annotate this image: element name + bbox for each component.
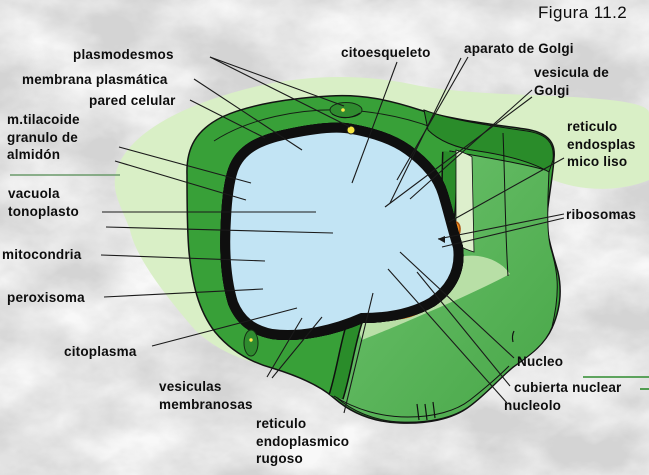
- line-mitocondria: [100, 254, 266, 262]
- label-cubierta-nuclear: cubierta nuclear: [514, 380, 622, 395]
- label-reticulo-liso: reticulo endosplas mico liso: [567, 119, 636, 169]
- line-membrana-plasmatica: [193, 78, 303, 151]
- line-vesiculas-b: [271, 316, 323, 379]
- line-tonoplasto: [105, 226, 334, 234]
- line-golgi-a: [396, 56, 469, 181]
- line-citoplasma: [151, 307, 298, 347]
- label-nucleo: Nucleo: [517, 354, 564, 369]
- figure-title: Figura 11.2: [538, 3, 628, 22]
- line-vesiculas-a: [266, 317, 303, 378]
- label-citoplasma: citoplasma: [64, 344, 137, 359]
- label-lines: [100, 56, 565, 414]
- line-vesicula-golgi-b: [384, 96, 533, 208]
- label-nucleolo: nucleolo: [504, 398, 562, 413]
- line-peroxisoma: [103, 288, 264, 298]
- line-pared-celular: [189, 99, 266, 139]
- label-vesiculas-membranosas: vesiculas membranosas: [159, 379, 253, 412]
- line-rugoso: [343, 292, 374, 414]
- label-vesicula-golgi: vesicula de Golgi: [534, 65, 609, 98]
- line-ribosomas-b: [441, 217, 565, 248]
- label-vacuola-tonoplasto: vacuola tonoplasto: [8, 186, 79, 219]
- line-cubierta: [416, 271, 511, 387]
- label-aparato-golgi: aparato de Golgi: [464, 41, 574, 56]
- line-granulo-almidon: [114, 160, 247, 201]
- line-vesicula-golgi-a: [409, 89, 533, 200]
- line-nucleo: [399, 251, 515, 359]
- line-liso: [448, 157, 565, 223]
- label-citoesqueleto: citoesqueleto: [341, 45, 431, 60]
- line-plasmodesmos-a: [209, 56, 345, 107]
- ribosomas-arrowhead: [438, 236, 445, 243]
- label-tilacoide-granulo: m.tilacoide granulo de almidón: [7, 112, 80, 162]
- line-ribosomas-a: [437, 213, 565, 240]
- membrane-knob: [346, 125, 356, 135]
- green-rules: [10, 174, 649, 390]
- line-golgi-b: [389, 57, 462, 204]
- line-plasmodesmos-b: [209, 56, 351, 128]
- label-peroxisoma: peroxisoma: [7, 290, 85, 305]
- label-mitocondria: mitocondria: [2, 247, 82, 262]
- line-nucleolo: [387, 268, 508, 404]
- label-ribosomas: ribosomas: [566, 207, 637, 222]
- label-plasmodesmos: plasmodesmos: [73, 47, 174, 62]
- line-citoesqueleto: [351, 61, 398, 184]
- plasmodesma-bottom: [243, 329, 259, 357]
- label-membrana-plasmatica: membrana plasmática: [22, 72, 168, 87]
- label-pared-celular: pared celular: [89, 93, 176, 108]
- plasmodesma-top: [329, 102, 363, 119]
- label-reticulo-rugoso: reticulo endoplasmico rugoso: [256, 416, 350, 466]
- line-tilacoide: [118, 146, 252, 184]
